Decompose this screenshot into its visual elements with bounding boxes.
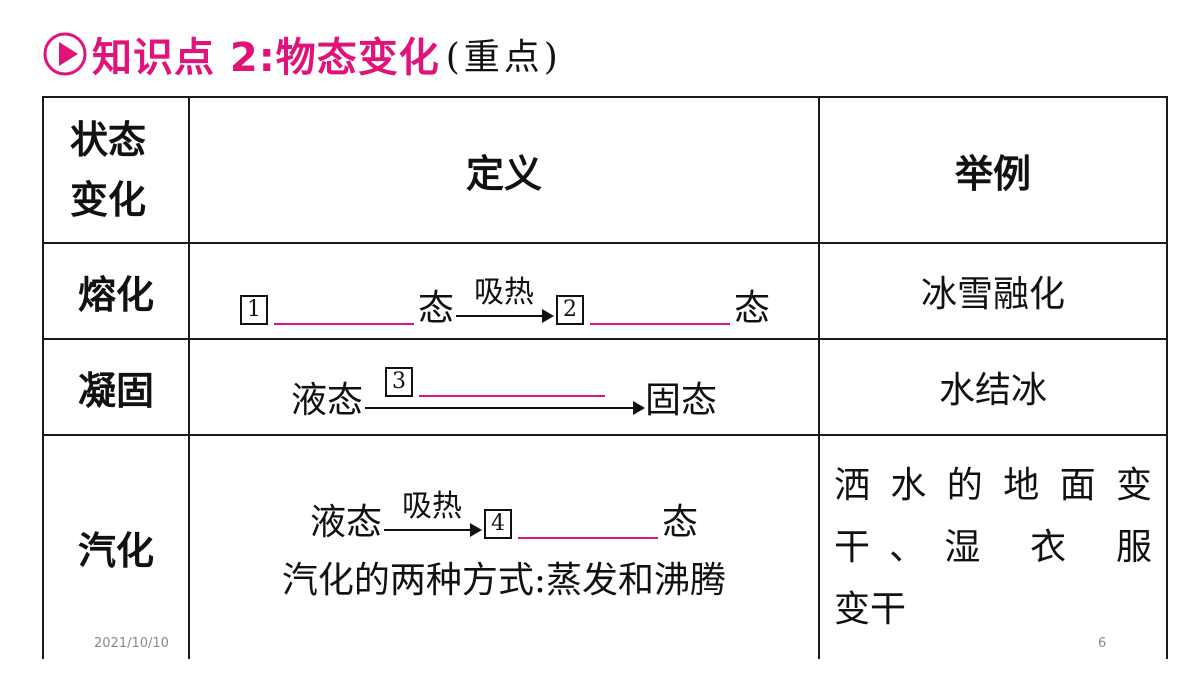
arrow-line (456, 309, 554, 323)
formula-text: 态 (734, 288, 771, 329)
fill-in-blank (419, 394, 605, 397)
title-bar: 知识点 2:物态变化 (重点) (42, 24, 562, 84)
arrow-label: 吸热 (402, 488, 462, 524)
fill-in-blank (518, 536, 658, 539)
formula-text: 固态 (645, 380, 718, 421)
definition-note: 汽化的两种方式:蒸发和沸腾 (281, 559, 727, 601)
row-example: 冰雪融化 (818, 242, 1168, 340)
reaction-arrow: 吸热 (456, 275, 554, 323)
definition-formula: 液态 3 固态 (290, 367, 718, 423)
footer-date: 2021/10/10 (94, 636, 169, 651)
blank-number-box: 3 (385, 367, 413, 397)
arrow-label: 3 (365, 367, 609, 403)
example-text: 洒水的地面变干、湿 衣 服变干 (820, 455, 1166, 641)
formula-text: 态 (662, 501, 699, 543)
arrow-line (384, 522, 482, 537)
formula-text: 液态 (290, 380, 363, 421)
header-definition: 定义 (188, 96, 820, 244)
row-example: 水结冰 (818, 338, 1168, 436)
footer-page-number: 6 (1098, 636, 1107, 651)
blank-number-box: 2 (556, 295, 584, 325)
page-title: 知识点 2:物态变化 (92, 35, 440, 81)
formula-text: 态 (417, 288, 454, 329)
formula-text: 液态 (309, 501, 382, 543)
row-definition: 液态 3 固态 (188, 338, 820, 436)
definition-formula: 液态吸热 4 态 (309, 489, 699, 545)
table-row: 汽化 液态吸热 4 态 汽化的两种方式:蒸发和沸腾 洒水的地面变干、湿 衣 服变干 (42, 434, 1168, 659)
table-row: 凝固 液态 3 固态 水结冰 (42, 338, 1168, 436)
play-circle-icon (43, 32, 87, 76)
row-definition: 液态吸热 4 态 汽化的两种方式:蒸发和沸腾 (188, 434, 820, 659)
row-name: 汽化 (42, 434, 190, 659)
header-example: 举例 (818, 96, 1168, 244)
row-example: 洒水的地面变干、湿 衣 服变干 (818, 434, 1168, 659)
reaction-arrow: 3 (365, 367, 645, 415)
example-line: 洒水的地面变 (834, 464, 1152, 506)
blank-number-box: 1 (239, 295, 268, 325)
header-state-change: 状态变化 (42, 96, 190, 244)
row-name: 凝固 (42, 338, 190, 436)
fill-in-blank (590, 322, 730, 325)
row-name: 熔化 (42, 242, 190, 340)
arrow-label: 吸热 (474, 275, 534, 310)
fill-in-blank (273, 322, 414, 325)
blank-number-box: 4 (484, 508, 512, 539)
example-line: 变干 (834, 588, 907, 630)
reaction-arrow: 吸热 (384, 489, 482, 537)
arrow-line (365, 401, 645, 415)
example-line: 干、湿 衣 服 (834, 526, 1152, 568)
table-header-row: 状态变化 定义 举例 (42, 96, 1168, 244)
page-subtitle: (重点) (445, 37, 562, 78)
